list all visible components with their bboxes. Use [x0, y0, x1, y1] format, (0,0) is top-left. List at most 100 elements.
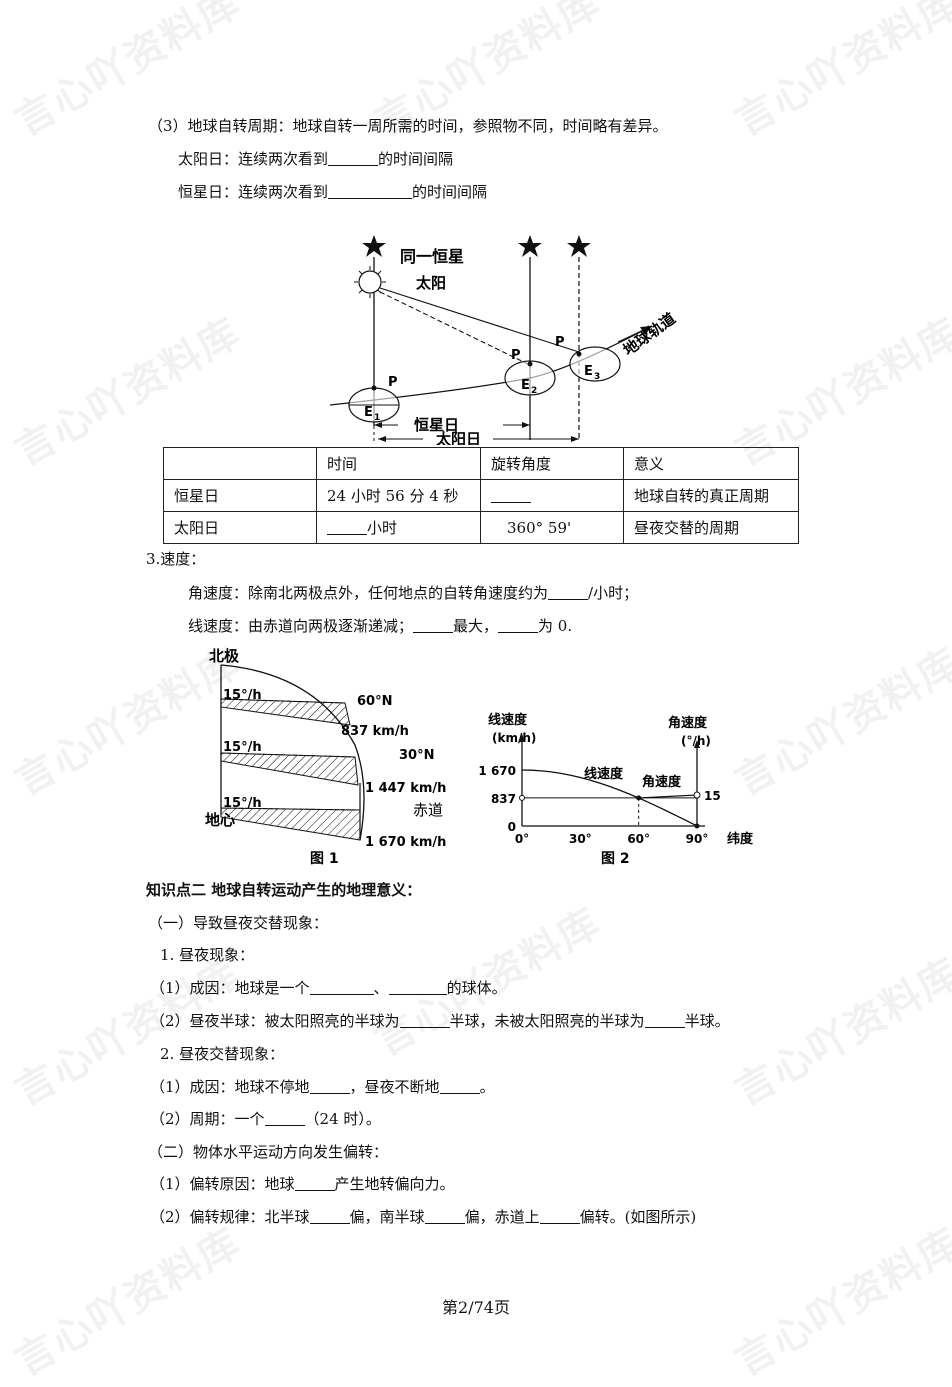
same-star-label: 同一恒星 [400, 247, 464, 266]
page-number: 第2/74页 [442, 1298, 510, 1317]
rotation-period-heading: （3）地球自转周期：地球自转一周所需的时间，参照物不同，时间略有差异。 [148, 117, 668, 135]
e2-label: E [521, 378, 530, 393]
answer-blank[interactable] [644, 1012, 685, 1028]
answer-blank[interactable] [309, 1078, 350, 1094]
deflection-rule-line: （2）偏转规律：北半球偏，南半球偏，赤道上偏转。(如图所示) [150, 1208, 697, 1226]
y-axis-left-arrow [519, 734, 525, 742]
angular-velocity-line: 角速度：除南北两极点外，任何地点的自转角速度约为/小时； [188, 584, 639, 602]
star-icon [518, 235, 542, 257]
table-cell [480, 479, 624, 512]
answer-blank[interactable] [439, 1078, 480, 1094]
table-cell: 360° 59' [480, 511, 624, 544]
y-tick-label: 0 [508, 820, 516, 834]
point-p-label: P [511, 348, 521, 363]
angular-rate-label: 15°/h [223, 796, 262, 811]
speed-title: 3.速度： [146, 550, 206, 568]
table-header-cell [163, 447, 317, 480]
figure-2-speed-chart: 线速度 (km/h) 角速度 (°/h) 1 67083700°30°60°90… [478, 712, 754, 867]
cause-line: （1）成因：地球是一个、的球体。 [150, 979, 507, 997]
day-comparison-table: 时间 旋转角度 意义 恒星日 24 小时 56 分 4 秒 地球自转的真正周期 … [163, 447, 799, 544]
sidereal-solar-day-diagram: 同一恒星 太阳 地球轨道 P E 1 P E 2 P E 3 恒星日 [329, 235, 679, 445]
watermark: 言心吖资料库 [727, 949, 952, 1116]
figure-1-rotation-speed: 北极 15°/h 15°/h 15°/h 60°N 837 km/h 30°N … [205, 647, 446, 867]
y-axis-left-unit: (km/h) [492, 731, 536, 745]
solar-day-arrow-label: 太阳日 [436, 430, 481, 445]
table-cell: 昼夜交替的周期 [623, 511, 799, 544]
data-point [693, 791, 701, 799]
answer-blank[interactable] [294, 1175, 335, 1191]
x-axis-label: 纬度 [727, 831, 754, 847]
answer-blank[interactable] [388, 979, 447, 995]
equator-label: 赤道 [413, 801, 443, 819]
table-header-row: 时间 旋转角度 意义 [163, 447, 799, 480]
section-2-heading: （二）物体水平运动方向发生偏转： [148, 1143, 389, 1161]
answer-blank[interactable] [548, 584, 589, 600]
series-label-linear: 线速度 [584, 766, 624, 782]
linear-velocity-line: 线速度：由赤道向两极逐渐递减；最大，为 0. [188, 617, 573, 635]
answer-blank[interactable] [399, 1012, 450, 1028]
alternation-cause-line: （1）成因：地球不停地，昼夜不断地。 [150, 1078, 495, 1096]
figure-1-caption: 图 1 [310, 851, 339, 867]
answer-blank[interactable] [413, 617, 454, 633]
table-row: 恒星日 24 小时 56 分 4 秒 地球自转的真正周期 [163, 479, 799, 512]
knowledge-point-2-title: 知识点二 地球自转运动产生的地理意义： [146, 881, 422, 899]
table-header-cell: 时间 [316, 447, 481, 480]
answer-blank[interactable] [539, 1208, 580, 1224]
y-axis-right-label: 角速度 [668, 715, 708, 731]
e2-subscript: 2 [531, 386, 537, 396]
sun-label: 太阳 [416, 274, 446, 292]
answer-blank[interactable] [309, 1208, 350, 1224]
watermark: 言心吖资料库 [727, 0, 952, 146]
e3-label: E [584, 364, 593, 379]
answer-blank[interactable] [328, 150, 379, 166]
deflection-cause-line: （1）偏转原因：地球产生地转偏向力。 [150, 1175, 455, 1193]
y-tick-label-right: 15 [704, 789, 721, 803]
earth-center-label: 地心 [205, 811, 235, 829]
point-p-label: P [555, 335, 565, 350]
y-tick-label: 837 [491, 792, 516, 806]
table-cell: 24 小时 56 分 4 秒 [316, 479, 481, 512]
period-line: （2）周期：一个（24 时）。 [150, 1110, 381, 1128]
speed-equator-label: 1 670 km/h [365, 835, 446, 850]
figure-2-caption: 图 2 [601, 851, 630, 867]
hemisphere-line: （2）昼夜半球：被太阳照亮的半球为半球，未被太阳照亮的半球为半球。 [150, 1012, 730, 1030]
subsection-1-heading: 1. 昼夜现象： [160, 946, 255, 964]
y-axis-right-unit: (°/h) [681, 734, 711, 748]
y-axis-left-label: 线速度 [488, 712, 528, 728]
answer-blank[interactable] [424, 1208, 465, 1224]
table-row: 太阳日 小时 360° 59' 昼夜交替的周期 [163, 511, 799, 544]
table-cell: 小时 [316, 511, 481, 544]
e3-subscript: 3 [594, 372, 600, 382]
answer-blank[interactable] [498, 617, 539, 633]
angular-rate-label: 15°/h [223, 688, 262, 703]
answer-blank[interactable] [309, 979, 374, 995]
point-p-label: P [388, 375, 398, 390]
y-axis-right-arrow [694, 740, 700, 748]
answer-blank[interactable] [328, 183, 413, 199]
answer-blank[interactable] [491, 487, 531, 503]
series-line-linear-velocity [521, 769, 698, 827]
answer-blank[interactable] [264, 1110, 305, 1126]
star-icon [567, 235, 591, 257]
y-tick-label: 1 670 [478, 764, 516, 778]
x-tick-label: 30° [569, 832, 592, 846]
orbit-label: 地球轨道 [620, 309, 679, 359]
lat-60-label: 60°N [357, 694, 392, 709]
speed-30-label: 1 447 km/h [365, 781, 446, 796]
table-cell: 地球自转的真正周期 [623, 479, 799, 512]
data-point [519, 794, 525, 801]
x-tick-label: 60° [627, 832, 650, 846]
table-header-cell: 意义 [623, 447, 799, 480]
star-icon [362, 235, 386, 257]
series-label-angular: 角速度 [642, 774, 682, 790]
table-cell: 太阳日 [163, 511, 317, 544]
e1-label: E [364, 405, 373, 420]
series-line-angular-velocity [638, 794, 698, 799]
table-header-cell: 旋转角度 [480, 447, 624, 480]
data-point [694, 823, 700, 829]
table-cell: 恒星日 [163, 479, 317, 512]
x-tick-label: 90° [686, 832, 709, 846]
subsection-2-heading: 2. 昼夜交替现象： [160, 1045, 285, 1063]
solar-day-definition: 太阳日：连续两次看到的时间间隔 [178, 150, 454, 168]
answer-blank[interactable] [327, 519, 367, 535]
